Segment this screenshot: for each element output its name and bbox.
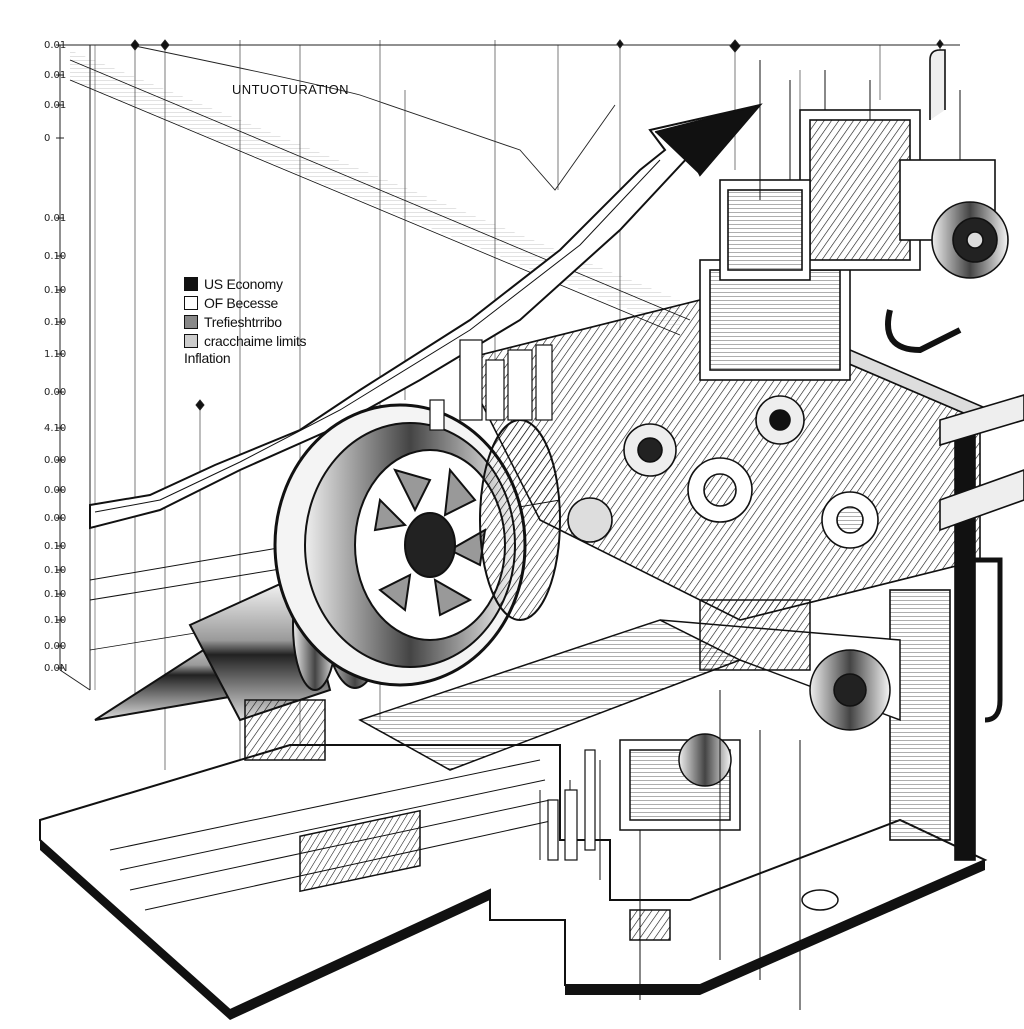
y-tick-label: 0.10 <box>44 251 67 262</box>
legend-swatch <box>184 295 198 310</box>
y-tick-label: 0.10 <box>44 317 67 328</box>
y-tick-label: 0.00 <box>44 513 67 524</box>
y-tick-label: 0.00 <box>44 455 67 466</box>
legend-swatch <box>184 333 198 348</box>
y-tick-label: 0 <box>44 133 51 144</box>
y-tick-label: 0.10 <box>44 615 67 626</box>
y-tick-label: 0.01 <box>44 100 67 111</box>
legend-inflation-label: Inflation <box>184 350 231 366</box>
legend-item-trefieshtrribo: Trefieshtrribo <box>184 312 384 331</box>
y-tick-label: 0.10 <box>44 285 67 296</box>
legend: US Economy OF Becesse Trefieshtrribo cra… <box>184 274 384 366</box>
legend-label: Trefieshtrribo <box>204 313 282 330</box>
y-tick-label: 0.10 <box>44 541 67 552</box>
y-tick-label: 0.00 <box>44 387 67 398</box>
base-platform <box>39 744 988 1020</box>
legend-swatch <box>184 314 198 329</box>
y-tick-label: 0.10 <box>44 565 67 576</box>
legend-item-us-economy: US Economy <box>184 274 384 293</box>
legend-label: US Economy <box>204 275 283 292</box>
y-tick-label: 0.10 <box>44 589 67 600</box>
legend-label: cracchaime limits <box>204 332 307 349</box>
machinery-block <box>458 49 1024 861</box>
y-tick-label: 0.01 <box>44 70 67 81</box>
y-tick-label: 0.01 <box>44 40 67 51</box>
y-tick-label: 0.0N <box>44 663 68 674</box>
legend-swatch <box>184 276 198 291</box>
diagonal-band <box>69 50 691 336</box>
y-tick-label: 0.00 <box>44 485 67 496</box>
y-tick-label: 0.00 <box>44 641 67 652</box>
y-tick-label: 0.01 <box>44 213 67 224</box>
legend-label: OF Becesse <box>204 294 279 311</box>
chart-title: UNTUOTURATION <box>232 82 349 97</box>
legend-item-cracchaime-limits: cracchaime limits <box>184 331 384 350</box>
legend-item-of-becesse: OF Becesse <box>184 293 384 312</box>
y-tick-label: 1.10 <box>44 349 67 360</box>
y-tick-label: 4.10 <box>44 423 67 434</box>
lower-assembly <box>244 599 901 1010</box>
background-bars <box>429 339 596 861</box>
